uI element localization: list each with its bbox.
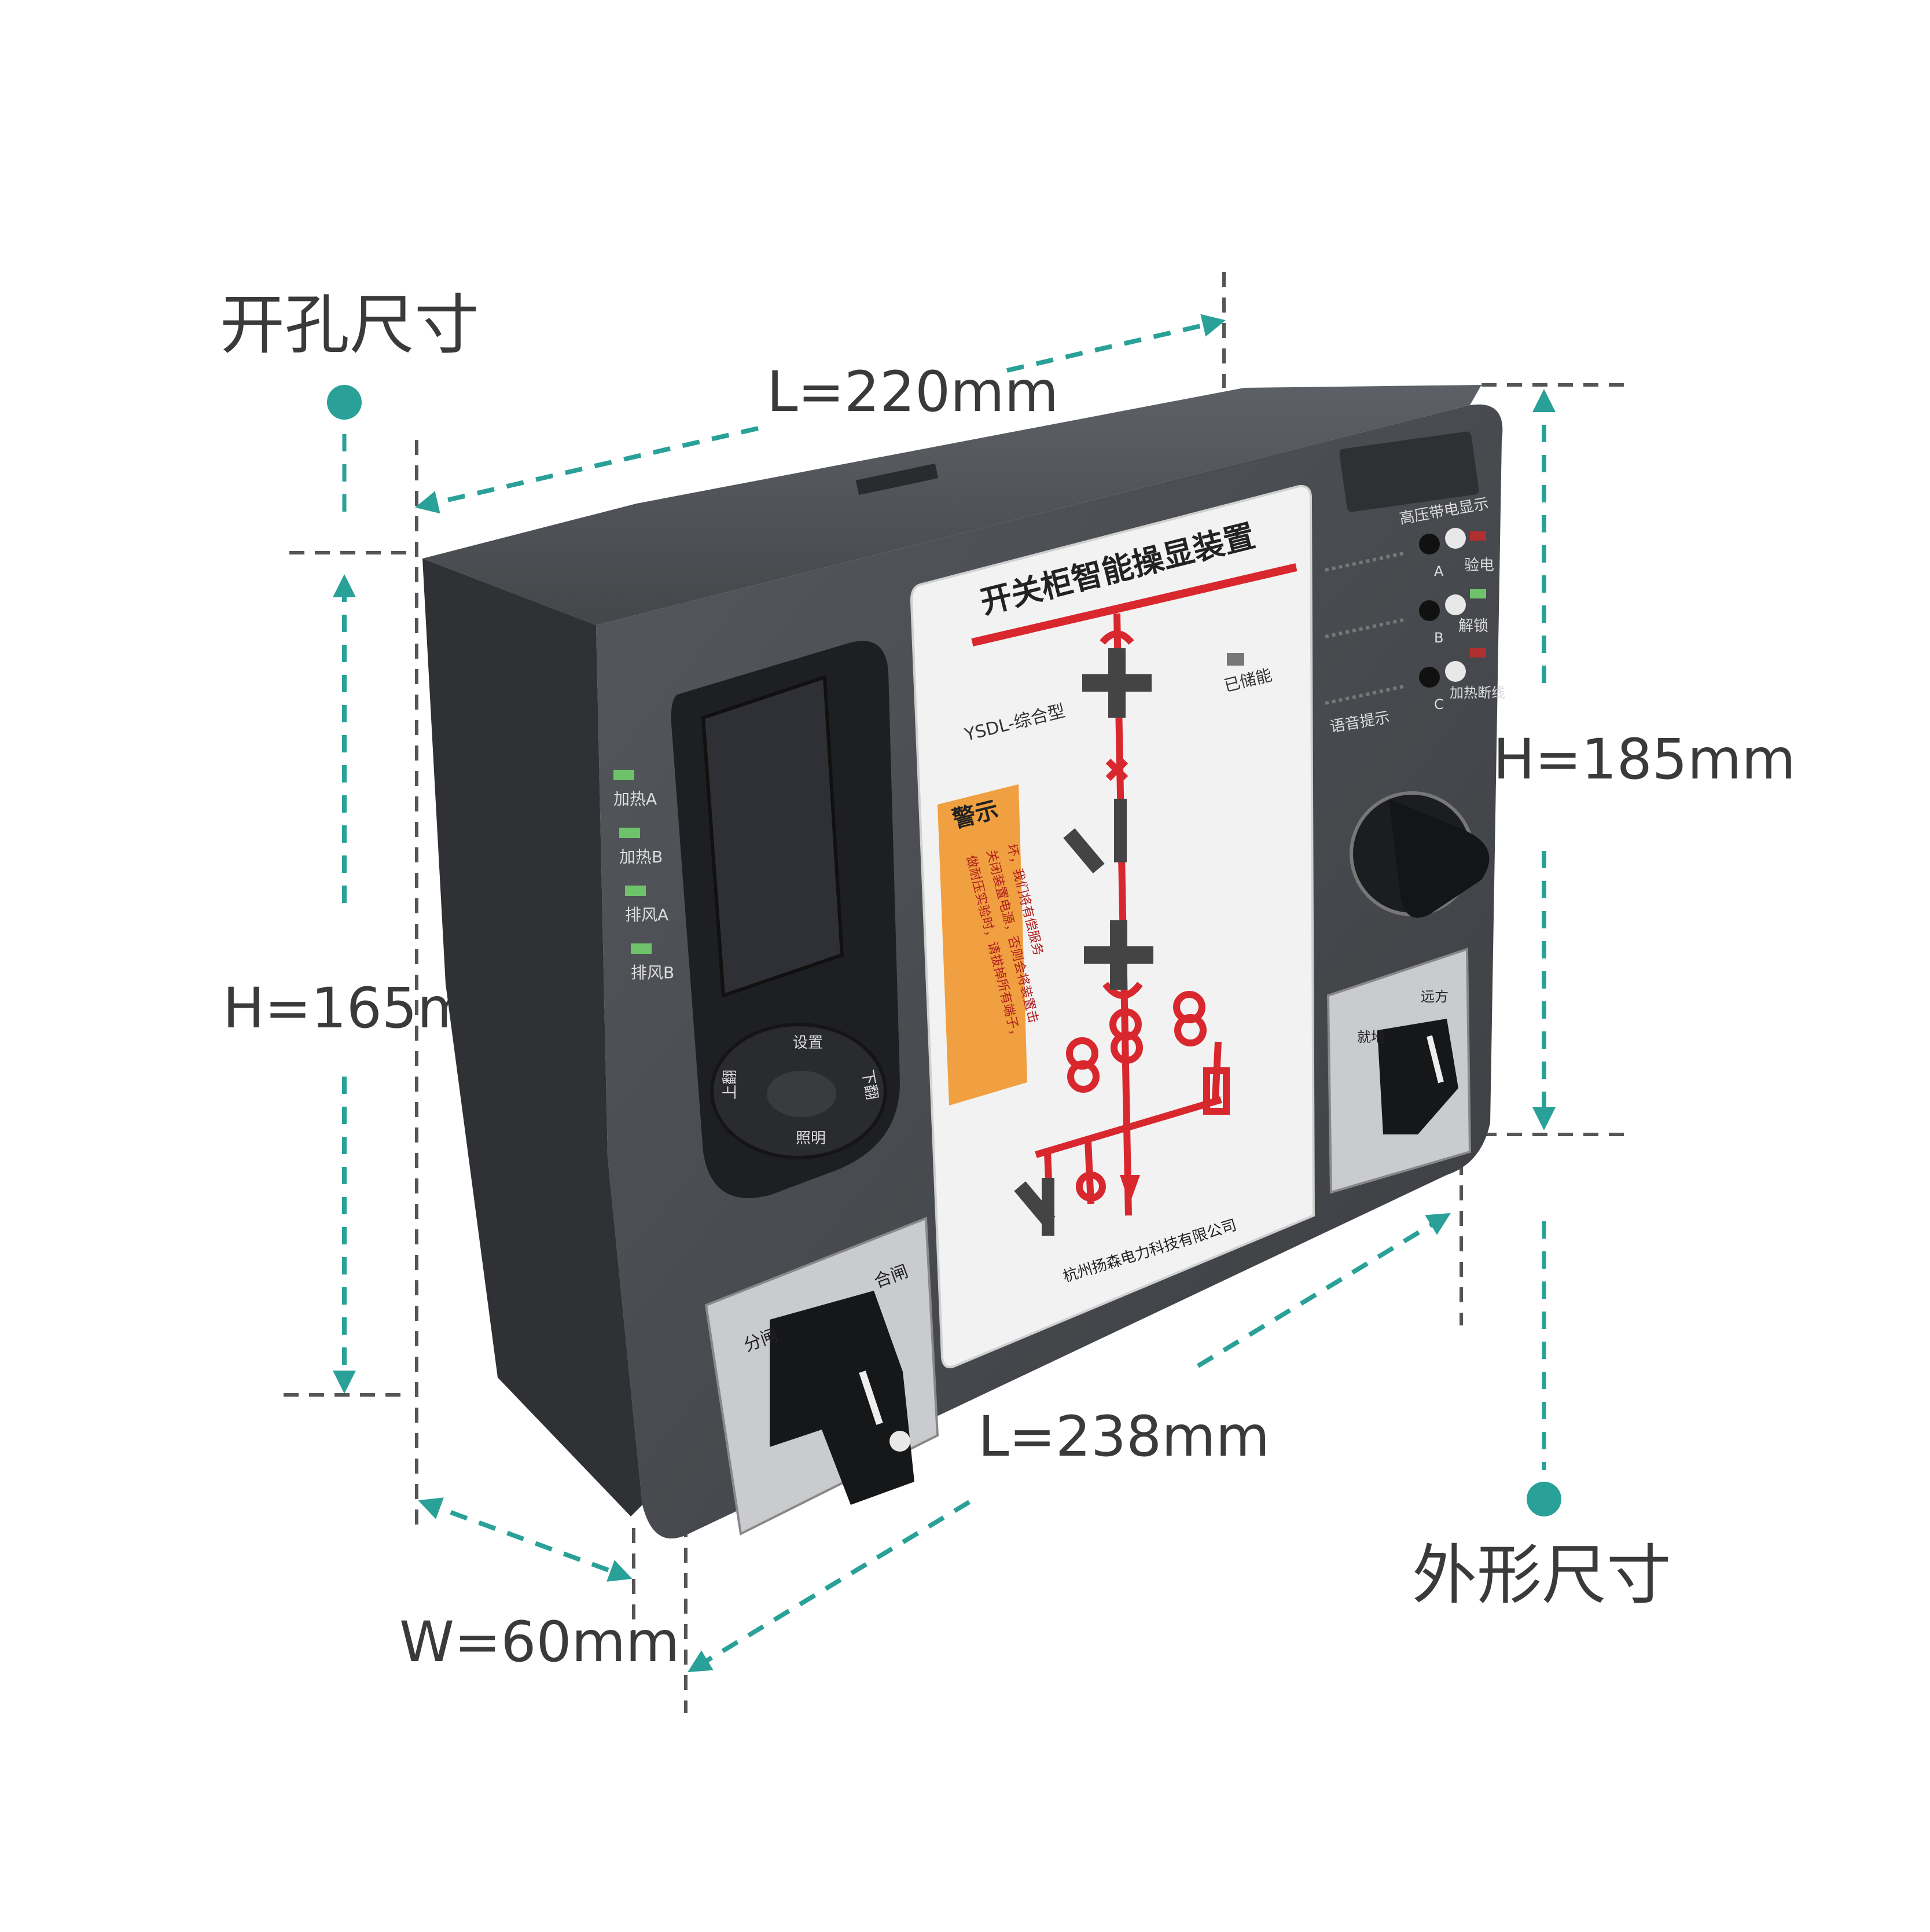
led-label-3: 排风A xyxy=(625,905,668,924)
key-page-up[interactable]: 上翻 xyxy=(722,1070,739,1100)
outline-title: 外形尺寸 xyxy=(1412,1538,1671,1613)
energy-knob[interactable] xyxy=(1350,791,1490,918)
arrow-outline-length-right xyxy=(1196,1213,1451,1368)
outline-dot xyxy=(1527,1482,1561,1516)
lcd-screen xyxy=(701,674,844,998)
led-label-2: 加热B xyxy=(619,847,663,866)
phase-b: B xyxy=(1434,630,1443,646)
arrow-width xyxy=(418,1497,633,1582)
switch-symbols xyxy=(1014,648,1153,1236)
switch-remote-label: 远方 xyxy=(1421,989,1449,1005)
cutout-title: 开孔尺寸 xyxy=(220,288,479,363)
outline-height-label: H=185mm xyxy=(1493,727,1796,792)
key-settings[interactable]: 设置 xyxy=(793,1034,823,1052)
label-unlock: 解锁 xyxy=(1458,618,1488,635)
label-heat-break: 加热断线 xyxy=(1450,685,1505,701)
local-remote-switch[interactable]: 就地 远方 xyxy=(1326,947,1472,1194)
arrow-cutout-length-right xyxy=(1006,314,1226,373)
outline-length-label: L=238mm xyxy=(978,1404,1270,1469)
phase-a: A xyxy=(1434,563,1444,579)
cutout-length-label: L=220mm xyxy=(767,359,1058,424)
width-label: W=60mm xyxy=(399,1610,680,1674)
led-label-4: 排风B xyxy=(631,963,674,982)
led-label-1: 加热A xyxy=(613,789,657,809)
open-close-switch[interactable]: 合闸 分闸 xyxy=(704,1217,939,1536)
cutout-dot xyxy=(327,385,362,420)
phase-c: C xyxy=(1434,696,1444,712)
arrow-outline-length-left xyxy=(688,1500,971,1673)
led-column: 加热A 加热B 排风A 排风B xyxy=(613,770,674,982)
dimension-arrows xyxy=(333,314,1556,1673)
key-light[interactable]: 照明 xyxy=(796,1130,826,1147)
warning-box xyxy=(938,784,1027,1105)
keypad: 设置 下翻 照明 上翻 xyxy=(710,1023,887,1159)
label-test: 验电 xyxy=(1464,557,1494,574)
device: 开关柜智能操显装置 YSDL-综合型 已储能 警示 坏，我们将有偿服务 关闭装置… xyxy=(422,385,1505,1539)
switch-local-label: 就地 xyxy=(1357,1029,1385,1045)
